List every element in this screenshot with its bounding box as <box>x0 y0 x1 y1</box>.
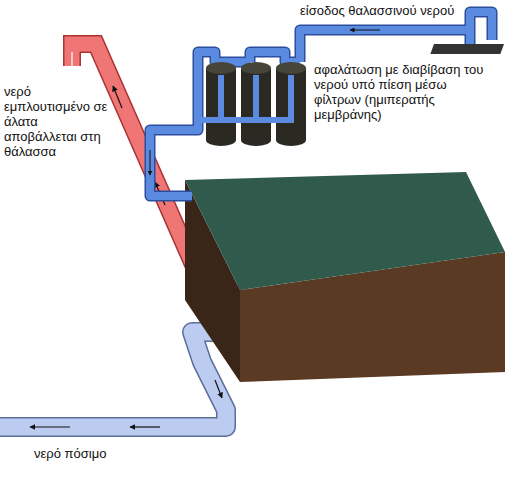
brine-label: νερό εμπλουτισμένο σε άλατα αποβάλλεται … <box>4 84 108 159</box>
desalination-plant <box>185 172 505 382</box>
drinking-water-label: νερό πόσιμο <box>34 446 174 461</box>
desalination-label: αφαλάτωση με διαβίβαση του νερού υπό πίε… <box>314 62 489 122</box>
intake-plate <box>430 44 504 54</box>
membrane-cylinders <box>200 62 306 146</box>
drinking-water-pipe <box>0 332 245 427</box>
intake-label: είσοδος θαλασσινού νερού <box>300 3 510 18</box>
seawater-pipe <box>150 12 492 196</box>
